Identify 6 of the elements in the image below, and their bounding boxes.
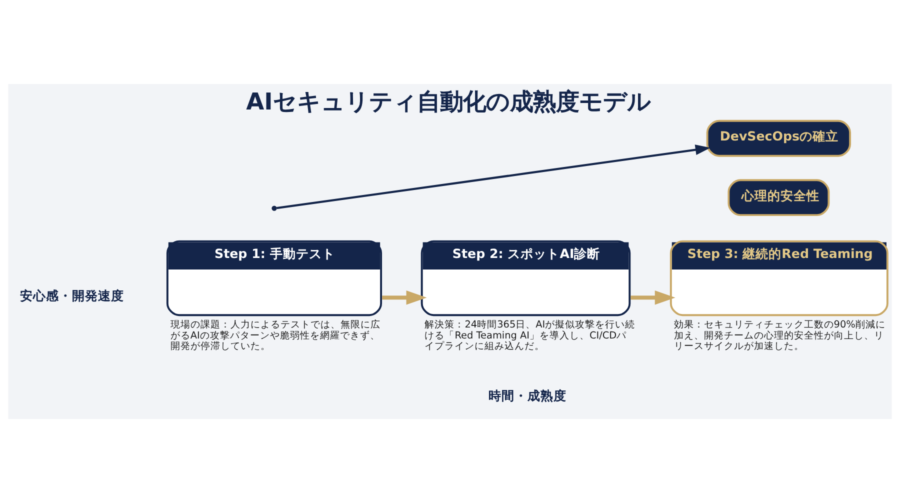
label: 時間・成熟度 [488,387,566,402]
node-label: 効果：セキュリティチェック工数の90%削減に加え、開発チームの心理的安全性が向上し、リリースサイクルが加速した。 [674,319,886,352]
label: 安心感・開発速度 [20,287,124,302]
diagram-title: AIセキュリティ自動化の成熟度モデル [246,88,651,115]
node-label: 解決策：24時間365日、AIが擬似攻撃を行い続ける「Red Teaming AI」を導入し、CI/CDパイプラインに組み込んだ。 [424,319,636,352]
node-label: 現場の課題：人力によるテストでは、無限に広がるAIの攻撃パターンや脆弱性を網羅できず、開発が停滞していた。 [170,319,380,352]
